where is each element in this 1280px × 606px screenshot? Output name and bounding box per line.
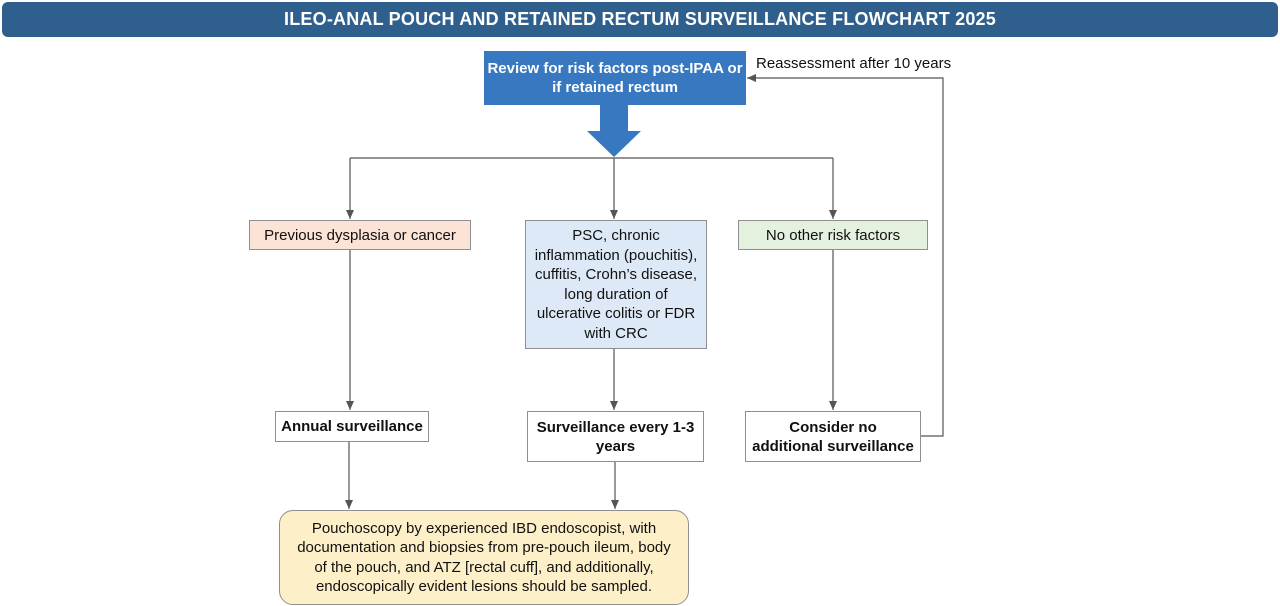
previous-dysplasia-text: Previous dysplasia or cancer xyxy=(264,226,456,244)
reassessment-loop xyxy=(747,74,944,437)
no-risk-factors-box: No other risk factors xyxy=(738,220,928,250)
no-risk-factors-text: No other risk factors xyxy=(765,226,901,244)
no-additional-surveillance-box: Consider no additional surveillance xyxy=(745,411,921,462)
surveillance-1-3-years-text: Surveillance every 1-3 years xyxy=(536,418,695,455)
review-risk-factors-text: Review for risk factors post-IPAA or if … xyxy=(487,60,743,96)
pouchoscopy-box: Pouchoscopy by experienced IBD endoscopi… xyxy=(279,510,689,605)
intermediate-risk-box: PSC, chronic inflammation (pouchitis), c… xyxy=(525,220,707,349)
reassessment-label: Reassessment after 10 years xyxy=(756,55,952,72)
pouchoscopy-text: Pouchoscopy by experienced IBD endoscopi… xyxy=(297,519,671,596)
annual-surveillance-text: Annual surveillance xyxy=(281,418,423,435)
title-bar: ILEO-ANAL POUCH AND RETAINED RECTUM SURV… xyxy=(2,2,1278,37)
previous-dysplasia-box: Previous dysplasia or cancer xyxy=(249,220,471,250)
annual-surveillance-box: Annual surveillance xyxy=(275,411,429,442)
main-down-arrow xyxy=(587,105,641,157)
review-risk-factors-box: Review for risk factors post-IPAA or if … xyxy=(484,51,746,105)
intermediate-risk-text: PSC, chronic inflammation (pouchitis), c… xyxy=(534,227,698,342)
no-additional-surveillance-text: Consider no additional surveillance xyxy=(752,418,914,455)
page-title: ILEO-ANAL POUCH AND RETAINED RECTUM SURV… xyxy=(284,9,996,29)
surveillance-1-3-years-box: Surveillance every 1-3 years xyxy=(527,411,704,462)
